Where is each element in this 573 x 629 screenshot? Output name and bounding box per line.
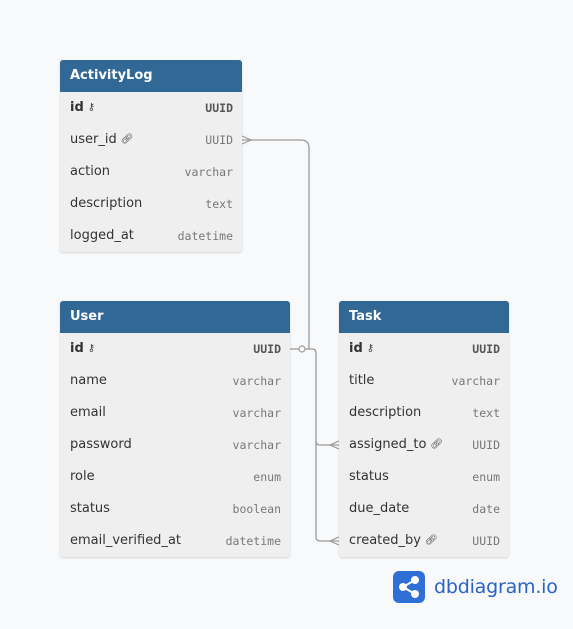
field-name: description — [349, 405, 422, 420]
field-name: title — [349, 373, 375, 388]
primary-key-icon: ⚷ — [87, 102, 96, 113]
table-header-user[interactable]: User — [60, 301, 290, 333]
table-task[interactable]: Task id⚷ UUID title varchar description … — [339, 301, 509, 557]
field-name: due_date — [349, 501, 410, 516]
field-type: varchar — [232, 406, 281, 420]
field-row-assigned-to[interactable]: assigned_to🔗︎ UUID — [339, 429, 509, 461]
one-end-marker-user-id — [298, 345, 306, 353]
primary-key-icon: ⚷ — [366, 343, 375, 354]
field-row-logged-at[interactable]: logged_at datetime — [60, 220, 242, 252]
connector-activitylog-user — [242, 139, 310, 349]
field-row-user-id[interactable]: user_id🔗︎ UUID — [60, 124, 242, 156]
field-type: text — [472, 406, 500, 420]
field-name: password — [70, 437, 132, 452]
field-row-description[interactable]: description text — [60, 188, 242, 220]
field-name: role — [70, 469, 95, 484]
field-name: status — [70, 501, 110, 516]
field-type: boolean — [232, 502, 281, 516]
field-row-status[interactable]: status enum — [339, 461, 509, 493]
field-name: name — [70, 373, 107, 388]
field-type: text — [205, 197, 233, 211]
field-name: user_id — [70, 132, 117, 147]
foreign-key-link-icon: 🔗︎ — [120, 134, 134, 145]
field-type: UUID — [472, 438, 500, 452]
field-type: varchar — [451, 374, 500, 388]
primary-key-icon: ⚷ — [87, 343, 96, 354]
crowfoot-activitylog-user-id — [241, 135, 253, 145]
field-type: UUID — [253, 342, 281, 356]
foreign-key-link-icon: 🔗︎ — [430, 439, 444, 450]
table-header-activitylog[interactable]: ActivityLog — [60, 60, 242, 92]
field-row-email-verified-at[interactable]: email_verified_at datetime — [60, 525, 290, 557]
brand-logo[interactable]: dbdiagram.io — [393, 570, 558, 604]
brand-name: dbdiagram.io — [434, 576, 558, 598]
field-row-status[interactable]: status boolean — [60, 493, 290, 525]
table-user[interactable]: User id⚷ UUID name varchar email varchar… — [60, 301, 290, 557]
field-name: assigned_to — [349, 437, 427, 452]
field-type: varchar — [232, 438, 281, 452]
share-nodes-icon — [393, 571, 425, 603]
field-row-description[interactable]: description text — [339, 397, 509, 429]
table-header-task[interactable]: Task — [339, 301, 509, 333]
field-row-id[interactable]: id⚷ UUID — [339, 333, 509, 365]
table-activitylog[interactable]: ActivityLog id⚷ UUID user_id🔗︎ UUID acti… — [60, 60, 242, 252]
field-name: logged_at — [70, 228, 134, 243]
field-name: id — [70, 100, 84, 115]
crowfoot-task-assigned-to — [328, 440, 340, 450]
field-name: email — [70, 405, 106, 420]
field-row-id[interactable]: id⚷ UUID — [60, 333, 290, 365]
field-type: UUID — [472, 342, 500, 356]
field-row-password[interactable]: password varchar — [60, 429, 290, 461]
connector-user-task-trunk — [290, 348, 339, 542]
connector-user-task-assigned — [315, 440, 339, 446]
field-name: email_verified_at — [70, 533, 182, 548]
crowfoot-task-created-by — [328, 536, 340, 546]
field-name: id — [349, 341, 363, 356]
field-type: datetime — [177, 229, 233, 243]
field-row-role[interactable]: role enum — [60, 461, 290, 493]
field-type: varchar — [184, 165, 233, 179]
field-name: description — [70, 196, 143, 211]
field-name: id — [70, 341, 84, 356]
field-row-action[interactable]: action varchar — [60, 156, 242, 188]
field-type: UUID — [472, 534, 500, 548]
foreign-key-link-icon: 🔗︎ — [424, 535, 438, 546]
field-row-due-date[interactable]: due_date date — [339, 493, 509, 525]
field-type: UUID — [205, 133, 233, 147]
field-type: varchar — [232, 374, 281, 388]
field-name: status — [349, 469, 389, 484]
field-type: UUID — [205, 101, 233, 115]
field-name: created_by — [349, 533, 421, 548]
field-row-name[interactable]: name varchar — [60, 365, 290, 397]
field-name: action — [70, 164, 111, 179]
field-type: enum — [472, 470, 500, 484]
field-row-email[interactable]: email varchar — [60, 397, 290, 429]
field-type: date — [472, 502, 500, 516]
field-row-created-by[interactable]: created_by🔗︎ UUID — [339, 525, 509, 557]
field-row-title[interactable]: title varchar — [339, 365, 509, 397]
field-type: datetime — [225, 534, 281, 548]
field-row-id[interactable]: id⚷ UUID — [60, 92, 242, 124]
field-type: enum — [253, 470, 281, 484]
